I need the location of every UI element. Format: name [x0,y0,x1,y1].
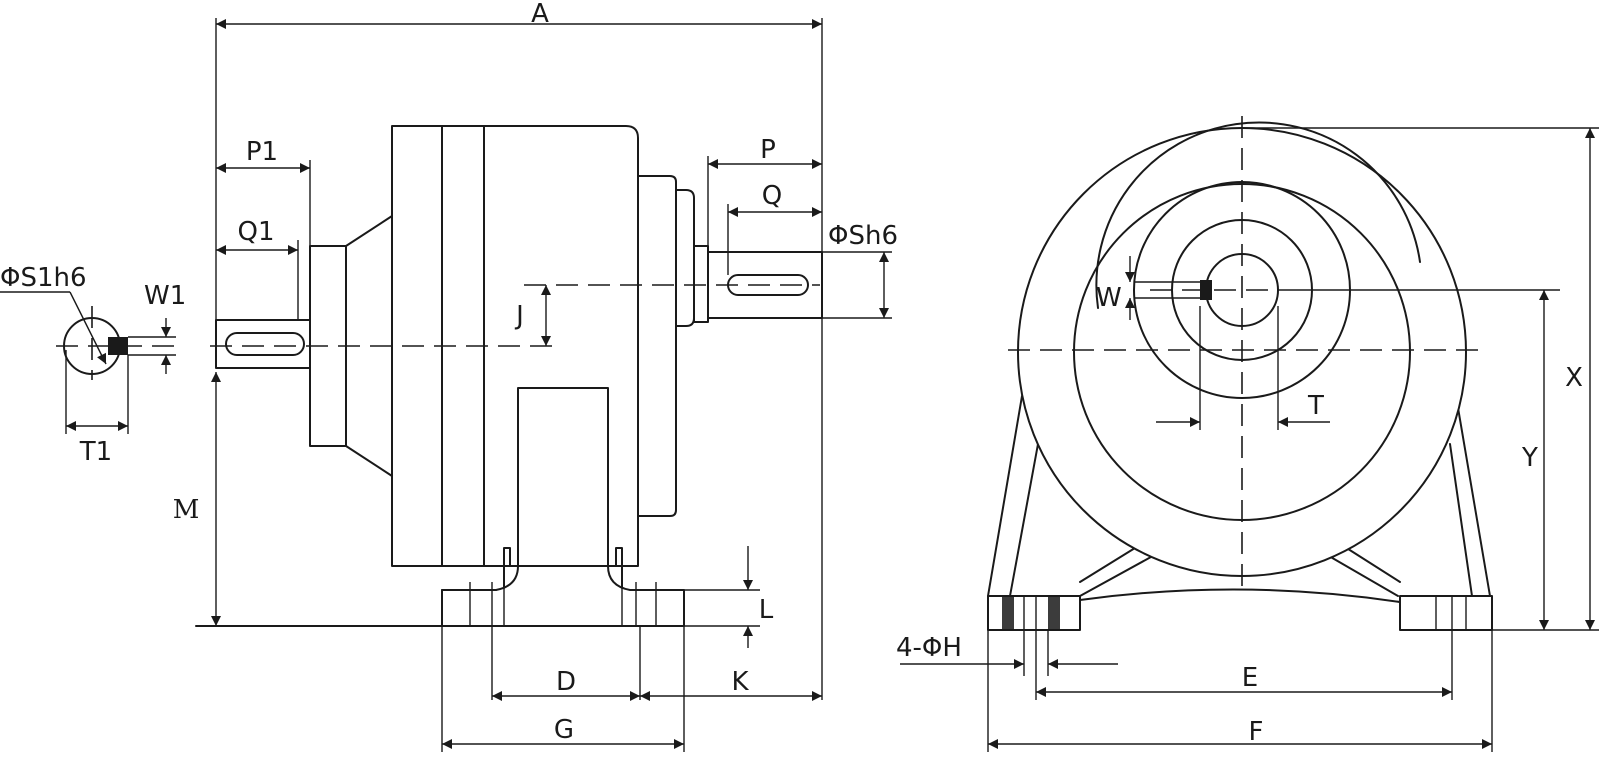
label-y: Y [1521,443,1538,473]
label-g: G [554,715,574,745]
foot-fillet-left [503,547,519,589]
label-p1: P1 [246,137,278,167]
label-k: K [731,667,749,697]
housing-body [441,125,639,567]
label-q1: Q1 [237,217,274,247]
side-view: A P1 Q1 P Q ΦSh6 ΦS1h6 W1 T1 J M L D K G [0,0,898,752]
label-q: Q [762,181,782,211]
label-j: J [514,301,524,331]
label-d: D [556,667,576,697]
stand-left-leg [987,395,1023,597]
label-t1: T1 [79,437,112,467]
label-f: F [1249,717,1264,747]
label-h: 4-ΦH [896,633,962,663]
foot-fillet-right [607,547,623,589]
stand-right-leg [1455,395,1491,597]
foot-bolt-holes [469,582,657,626]
label-e: E [1242,663,1258,693]
input-shaft-keyway [225,332,305,356]
bolt-hole-left-2 [1048,596,1060,630]
output-cover-inner [675,189,695,327]
stand-left-leg-inner [1009,443,1039,597]
label-t: T [1307,391,1324,421]
label-x: X [1565,363,1583,393]
shaft-key [1200,280,1212,300]
label-p: P [760,135,776,165]
front-extension-lines [987,127,1599,752]
front-foot-left [987,595,1081,631]
housing-inner-arc [1095,121,1421,309]
stand-arch [1079,588,1401,603]
extension-lines [215,18,892,752]
label-l: L [759,595,774,625]
stand-right-leg-inner [1449,443,1473,597]
label-a: A [531,0,549,29]
label-m: M [173,495,200,525]
label-s1: ΦS1h6 [0,263,87,293]
output-cover [637,175,677,517]
input-shaft-section [0,291,180,434]
label-w: W [1096,283,1122,313]
label-w1: W1 [144,281,186,311]
input-shaft [215,319,311,369]
label-s: ΦSh6 [828,221,898,251]
bolt-hole-left-1 [1002,596,1014,630]
front-foot-right [1399,595,1493,631]
front-view: W T X Y 4-ΦH E F [896,116,1599,752]
output-bearing-ring [693,245,709,323]
